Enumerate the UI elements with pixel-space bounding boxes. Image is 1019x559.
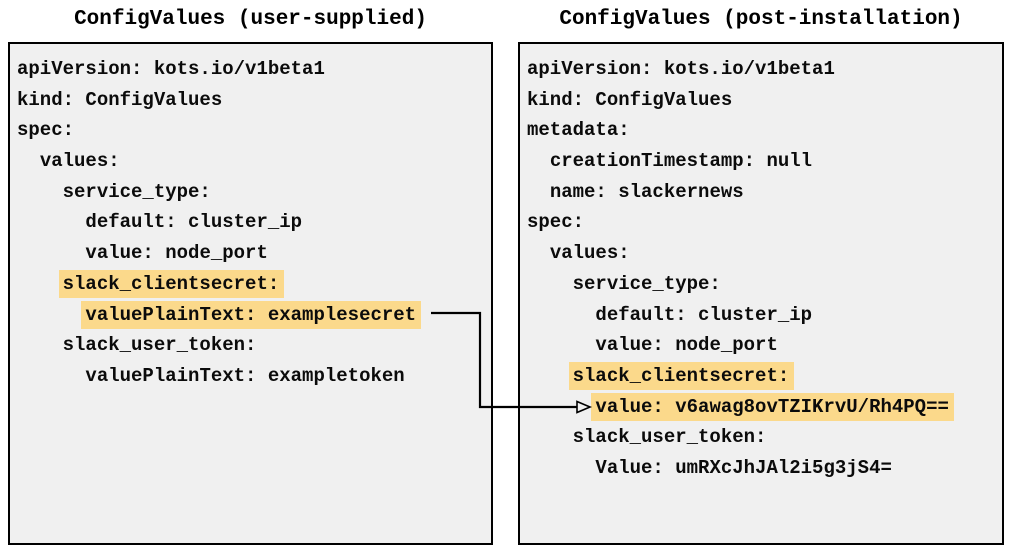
code-line: default: cluster_ip [17,207,491,238]
yaml-text: service_type: [62,180,211,203]
yaml-text: slack_user_token: [572,426,767,449]
yaml-text: default: cluster_ip [595,303,813,326]
code-line: spec: [527,207,1002,238]
code-line: kind: ConfigValues [527,85,1002,116]
left-panel-title: ConfigValues (user-supplied) [74,8,427,31]
yaml-text: spec: [527,211,585,234]
indent [17,273,63,295]
indent [17,181,63,203]
indent [527,273,573,295]
code-line: values: [17,146,491,177]
yaml-text: service_type: [572,272,721,295]
yaml-text: values: [39,150,120,173]
code-line: slack_user_token: [17,330,491,361]
yaml-text: values: [549,242,630,265]
yaml-text-highlighted: value: v6awag8ovTZIKrvU/Rh4PQ== [591,392,954,421]
yaml-text: Value: umRXcJhJAl2i5g3jS4= [595,456,892,479]
indent [527,334,595,356]
post-installation-config-box: apiVersion: kots.io/v1beta1 kind: ConfigV… [518,42,1004,545]
yaml-text: metadata: [527,119,630,142]
yaml-text: apiVersion: kots.io/v1beta1 [527,58,835,80]
yaml-text: value: node_port [85,242,268,265]
code-line: valuePlainText: examplesecret [17,300,491,331]
code-line: apiVersion: kots.io/v1beta1 [527,54,1002,85]
indent [17,365,85,387]
code-line: Value: umRXcJhJAl2i5g3jS4= [527,453,1002,484]
yaml-text: kind: ConfigValues [527,88,733,111]
code-line: slack_clientsecret: [17,269,491,300]
code-line: slack_clientsecret: [527,361,1002,392]
indent [527,304,595,326]
indent [17,211,85,233]
indent [527,365,573,387]
code-line: value: node_port [527,330,1002,361]
code-line: service_type: [17,177,491,208]
code-line: metadata: [527,115,1002,146]
code-line: slack_user_token: [527,422,1002,453]
yaml-text: default: cluster_ip [85,211,303,234]
yaml-text: name: slackernews [549,180,744,203]
indent [527,426,573,448]
indent [17,304,85,326]
code-line: apiVersion: kots.io/v1beta1 [17,54,491,85]
indent [527,457,595,479]
code-line: creationTimestamp: null [527,146,1002,177]
indent [527,242,550,264]
yaml-text-highlighted: valuePlainText: examplesecret [81,300,422,329]
code-line: value: node_port [17,238,491,269]
yaml-text: valuePlainText: exampletoken [85,364,405,387]
code-line: spec: [17,115,491,146]
yaml-text: creationTimestamp: null [549,150,813,173]
indent [527,150,550,172]
code-line: service_type: [527,269,1002,300]
code-line: value: v6awag8ovTZIKrvU/Rh4PQ== [527,392,1002,423]
yaml-text: apiVersion: kots.io/v1beta1 [17,58,325,80]
code-line: valuePlainText: exampletoken [17,361,491,392]
indent [17,150,40,172]
indent [527,181,550,203]
user-supplied-config-box: apiVersion: kots.io/v1beta1 kind: ConfigV… [8,42,493,545]
right-panel-title: ConfigValues (post-installation) [559,8,963,31]
yaml-text: slack_user_token: [62,334,257,357]
indent [17,334,63,356]
yaml-text: value: node_port [595,334,778,357]
indent [527,396,595,418]
code-line: default: cluster_ip [527,300,1002,331]
code-line: name: slackernews [527,177,1002,208]
yaml-text-highlighted: slack_clientsecret: [58,269,285,298]
code-line: values: [527,238,1002,269]
indent [17,242,85,264]
yaml-text-highlighted: slack_clientsecret: [568,361,795,390]
yaml-text: spec: [17,119,75,142]
code-line: kind: ConfigValues [17,85,491,116]
yaml-text: kind: ConfigValues [17,88,223,111]
